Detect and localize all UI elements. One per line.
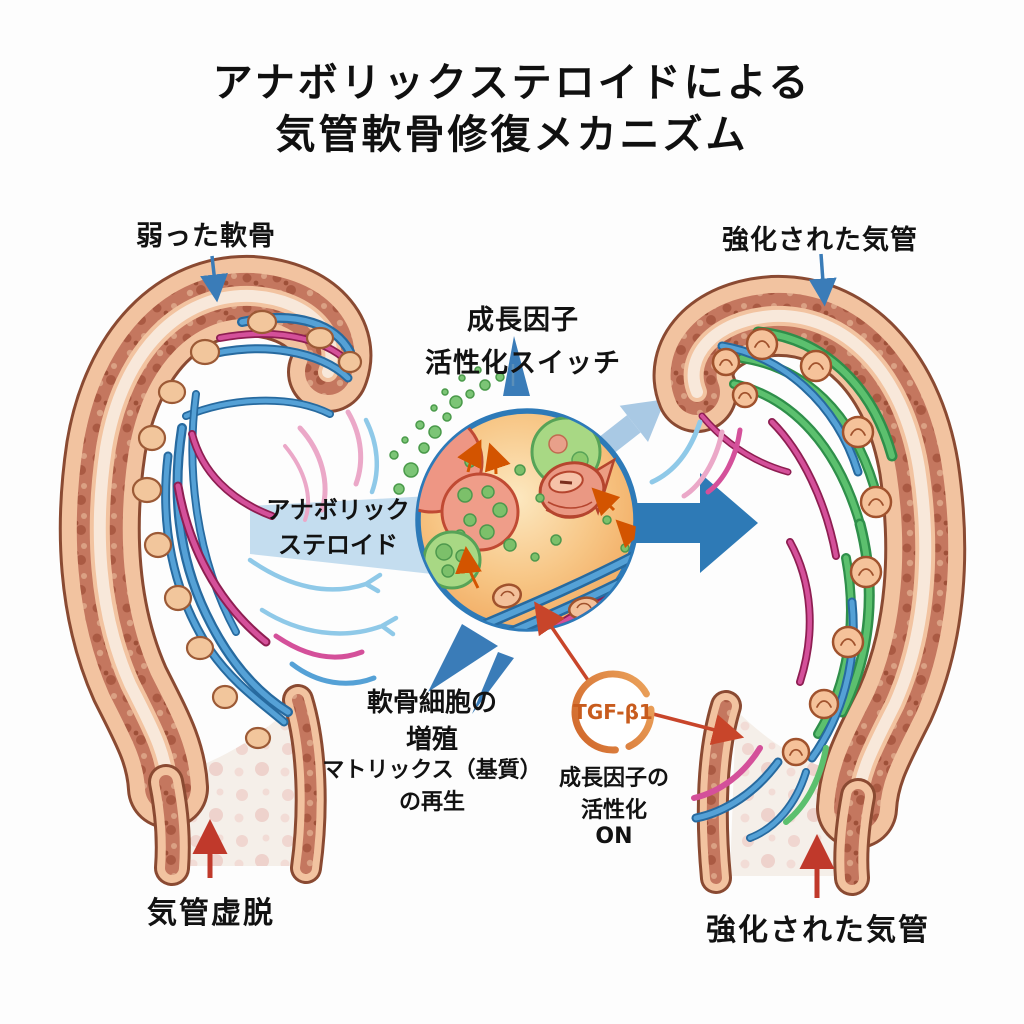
left-trachea-illustration xyxy=(58,254,399,886)
label-strengthened-trachea-top: 強化された気管 xyxy=(722,225,918,256)
tgf-badge-ring xyxy=(571,670,655,754)
proliferation-line1: 軟骨細胞の xyxy=(366,688,498,718)
burst-spikes xyxy=(428,336,530,714)
activation-line2: 活性化 xyxy=(580,798,648,823)
disc-cell xyxy=(538,457,617,519)
inset-circle xyxy=(389,366,639,632)
activation-line3: ON xyxy=(595,824,633,849)
label-strengthened-trachea-bottom: 強化された気管 xyxy=(706,913,930,948)
switch-line2: 活性化スイッチ xyxy=(425,348,621,379)
right-fibers xyxy=(649,326,898,842)
label-growth-factor-switch: 成長因子 活性化スイッチ xyxy=(425,298,621,380)
switch-line1: 成長因子 xyxy=(467,305,579,336)
right-cells xyxy=(711,327,893,767)
green-dots-outside xyxy=(389,366,505,495)
matrix-line2: の再生 xyxy=(398,790,465,815)
tgf-beta1-badge: TGF-β1 xyxy=(573,700,653,724)
page-title-line2: 気管軟骨修復メカニズム xyxy=(275,112,749,158)
weak-cartilage-arrow xyxy=(200,255,228,303)
matrix-line1: マトリックス（基質） xyxy=(322,758,542,783)
label-chondrocyte-proliferation: 軟骨細胞の 増殖 xyxy=(367,682,497,756)
label-growth-factor-activation: 成長因子の 活性化 ON xyxy=(559,760,669,849)
label-tracheal-collapse: 気管虚脱 xyxy=(147,896,275,931)
label-anabolic-steroid: アナボリック ステロイド xyxy=(266,490,410,560)
steroid-arrow-band xyxy=(250,496,432,574)
strong-trachea-arrow xyxy=(808,253,837,307)
tgf-connectors xyxy=(534,601,745,745)
label-arrows xyxy=(192,253,837,898)
proliferation-line2: 増殖 xyxy=(405,725,459,755)
steroid-line1: アナボリック xyxy=(266,496,410,524)
right-trachea-illustration xyxy=(649,274,967,896)
label-weak-cartilage: 弱った軟骨 xyxy=(136,221,276,252)
activation-line1: 成長因子の xyxy=(558,766,670,791)
label-matrix-regeneration: マトリックス（基質） の再生 xyxy=(322,752,541,816)
page-title-line1: アナボリックステロイドによる xyxy=(212,60,812,106)
steroid-line2: ステロイド xyxy=(278,531,398,559)
left-cells xyxy=(131,309,363,750)
